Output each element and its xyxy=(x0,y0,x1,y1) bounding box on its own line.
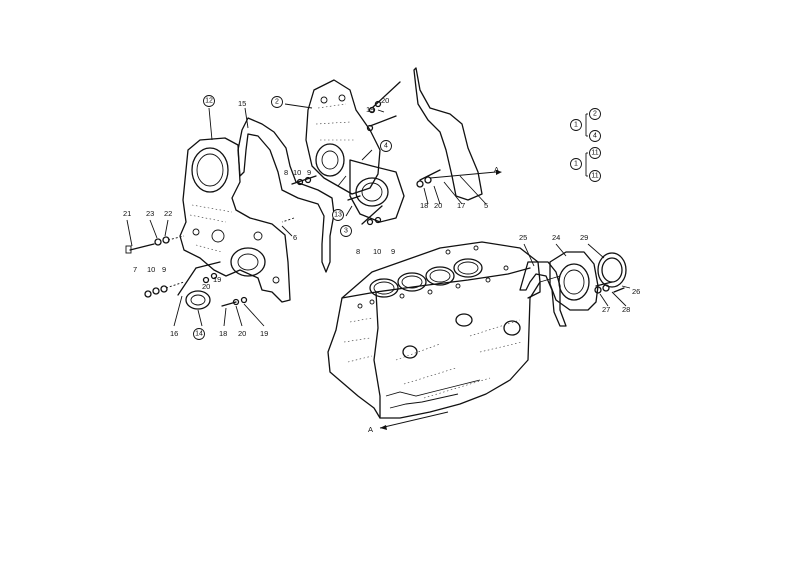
label-a-bottom: A xyxy=(368,425,373,434)
label-8-upper: 8 xyxy=(284,168,288,177)
part-labels: 12 15 2 21 23 22 7 10 9 20 19 16 14 18 2… xyxy=(123,95,640,434)
label-23: 23 xyxy=(146,209,154,218)
label-9-lower: 9 xyxy=(391,247,395,256)
label-7: 7 xyxy=(133,265,137,274)
label-28: 28 xyxy=(622,305,630,314)
leader-lines xyxy=(126,103,631,327)
label-8-lower: 8 xyxy=(356,247,360,256)
label-10-lower: 10 xyxy=(373,247,381,256)
rear-gasket xyxy=(519,261,567,327)
oil-seal-left xyxy=(185,290,211,310)
assembly-legend: 1 2 4 1 11 11 xyxy=(570,108,601,182)
label-14: 14 xyxy=(195,331,203,338)
label-26: 26 xyxy=(632,287,640,296)
label-3: 3 xyxy=(344,228,348,235)
legend-row1-ref: 1 xyxy=(574,122,578,129)
label-10-upper: 10 xyxy=(293,168,301,177)
timing-cover xyxy=(305,79,405,223)
left-fasteners xyxy=(125,235,248,307)
label-19-mid: 19 xyxy=(213,275,221,284)
label-6: 6 xyxy=(293,233,297,242)
label-17: 17 xyxy=(457,201,465,210)
legend-row2-ref: 1 xyxy=(574,161,578,168)
label-19-left: 19 xyxy=(260,329,268,338)
label-21: 21 xyxy=(123,209,131,218)
front-cover-plate xyxy=(179,137,291,303)
label-25: 25 xyxy=(519,233,527,242)
label-9-left: 9 xyxy=(162,265,166,274)
label-29: 29 xyxy=(580,233,588,242)
label-20-top: 20 xyxy=(381,96,389,105)
label-2: 2 xyxy=(275,99,279,106)
label-18-right: 18 xyxy=(420,201,428,210)
legend-row1-b: 4 xyxy=(593,133,597,140)
label-a-right: A xyxy=(494,165,499,174)
label-4: 4 xyxy=(384,143,388,150)
arrow-marker-bottom xyxy=(379,411,449,430)
label-13: 13 xyxy=(334,212,342,219)
legend-row2-b: 11 xyxy=(591,173,598,180)
arrow-marker-right-line xyxy=(539,275,561,283)
label-27: 27 xyxy=(602,305,610,314)
label-20-right: 20 xyxy=(434,201,442,210)
label-24: 24 xyxy=(552,233,560,242)
label-10-left: 10 xyxy=(147,265,155,274)
cylinder-block xyxy=(327,241,541,419)
front-gasket xyxy=(237,117,335,273)
label-5: 5 xyxy=(484,201,488,210)
label-9-upper: 9 xyxy=(307,168,311,177)
top-fasteners xyxy=(281,81,502,226)
legend-row1-a: 2 xyxy=(593,111,597,118)
label-20-left: 20 xyxy=(238,329,246,338)
label-15: 15 xyxy=(238,99,246,108)
rear-fasteners xyxy=(594,281,625,294)
label-20-mid: 20 xyxy=(202,282,210,291)
label-12: 12 xyxy=(205,98,213,105)
legend-row2-a: 11 xyxy=(591,150,598,157)
label-22: 22 xyxy=(164,209,172,218)
timing-gasket xyxy=(413,67,483,201)
label-18-left: 18 xyxy=(219,329,227,338)
rear-plate xyxy=(549,251,599,311)
label-19-top: 19 xyxy=(366,105,374,114)
label-16: 16 xyxy=(170,329,178,338)
